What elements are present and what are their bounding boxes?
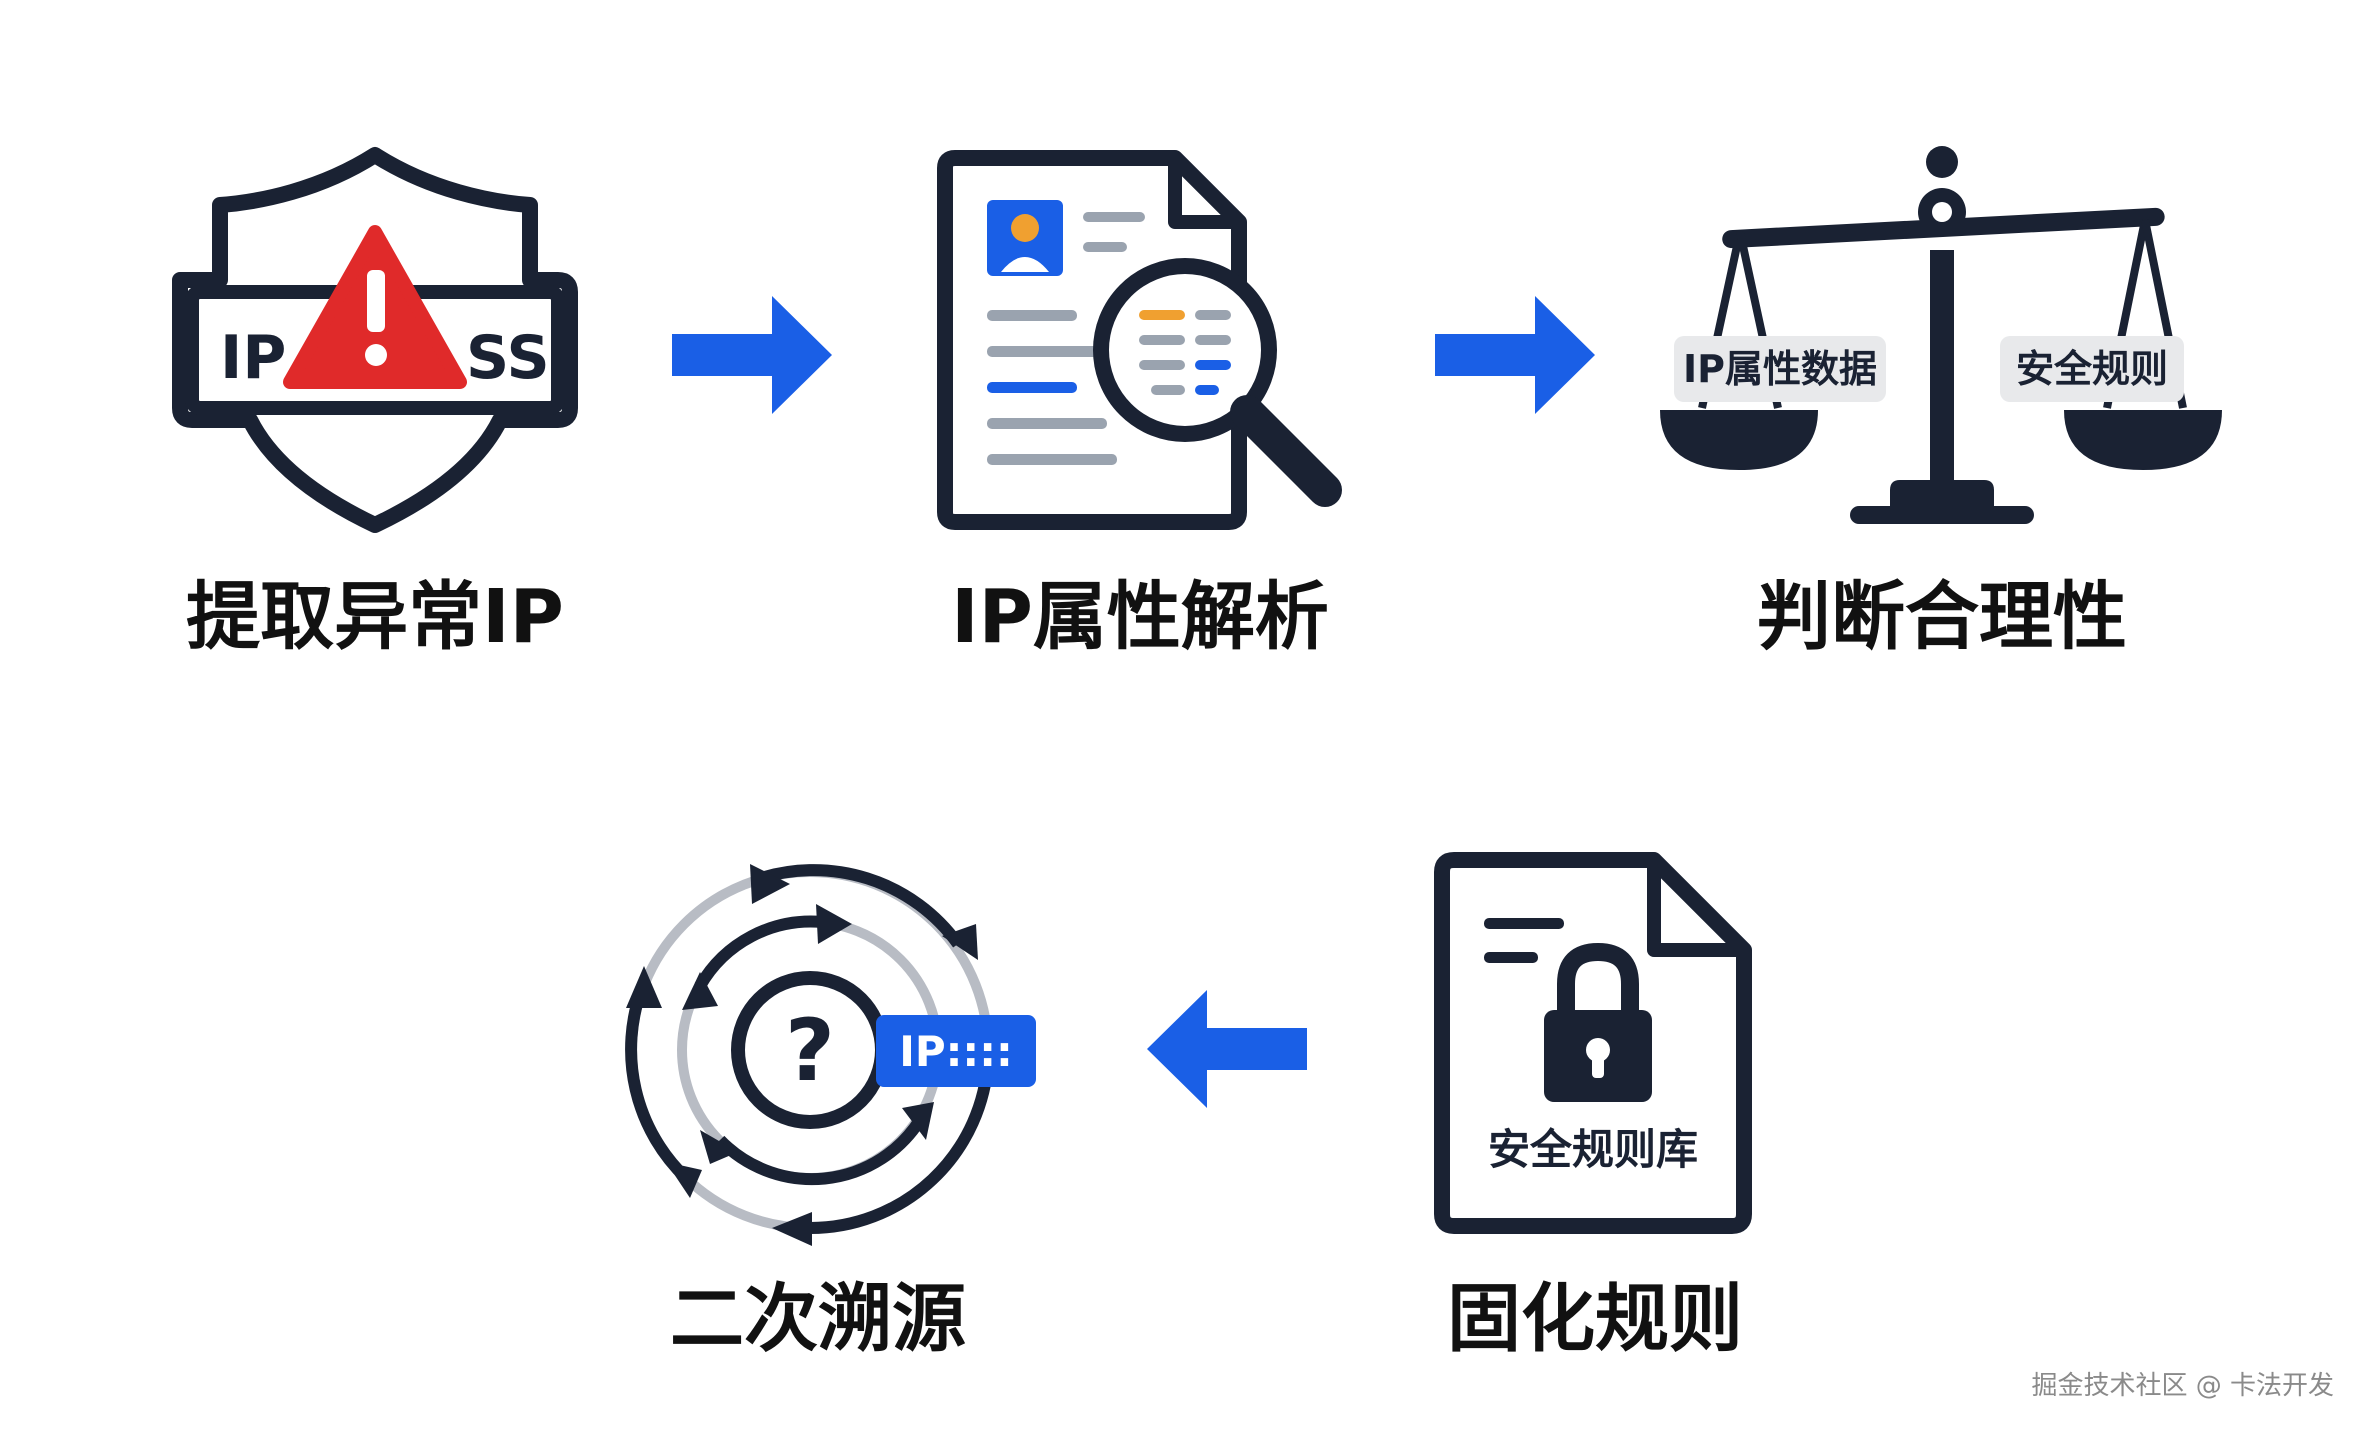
balance-scale-icon: IP属性数据 安全规则 xyxy=(1660,146,2222,524)
shield-warning-icon: IP SS xyxy=(172,147,578,533)
step-secondary-trace: ? IP:::: xyxy=(590,840,1070,1260)
left-pan-label: IP属性数据 xyxy=(1683,347,1877,391)
banner-left-text: IP xyxy=(220,323,286,393)
step-solidify-rules: 安全规则库 xyxy=(1432,852,1762,1238)
arrow-right-icon xyxy=(672,296,832,414)
right-pan-label: 安全规则 xyxy=(2016,347,2168,391)
step-label-trace: 二次溯源 xyxy=(670,1276,966,1362)
step-label-solidify: 固化规则 xyxy=(1447,1276,1743,1362)
step-label-parse: IP属性解析 xyxy=(951,574,1329,660)
step-extract-abnormal-ip: IP SS xyxy=(170,140,590,540)
question-mark-icon: ? xyxy=(785,1001,835,1101)
step-ip-attribute-parse xyxy=(935,150,1355,530)
ip-tag-text: IP:::: xyxy=(899,1027,1013,1076)
step-label-judge: 判断合理性 xyxy=(1757,574,2127,660)
doc-caption: 安全规则库 xyxy=(1488,1125,1698,1174)
step-judge-reasonableness: IP属性数据 安全规则 xyxy=(1660,140,2222,540)
locked-document-icon: 安全规则库 xyxy=(1434,852,1752,1234)
cycle-question-icon: ? IP:::: xyxy=(625,864,1036,1246)
arrow-left-icon xyxy=(1147,990,1307,1108)
banner-right-text: SS xyxy=(466,323,550,393)
arrow-right-icon xyxy=(1435,296,1595,414)
document-magnifier-icon xyxy=(937,150,1342,530)
step-label-extract: 提取异常IP xyxy=(186,574,564,660)
watermark: 掘金技术社区 @ 卡法开发 xyxy=(2031,1371,2334,1401)
